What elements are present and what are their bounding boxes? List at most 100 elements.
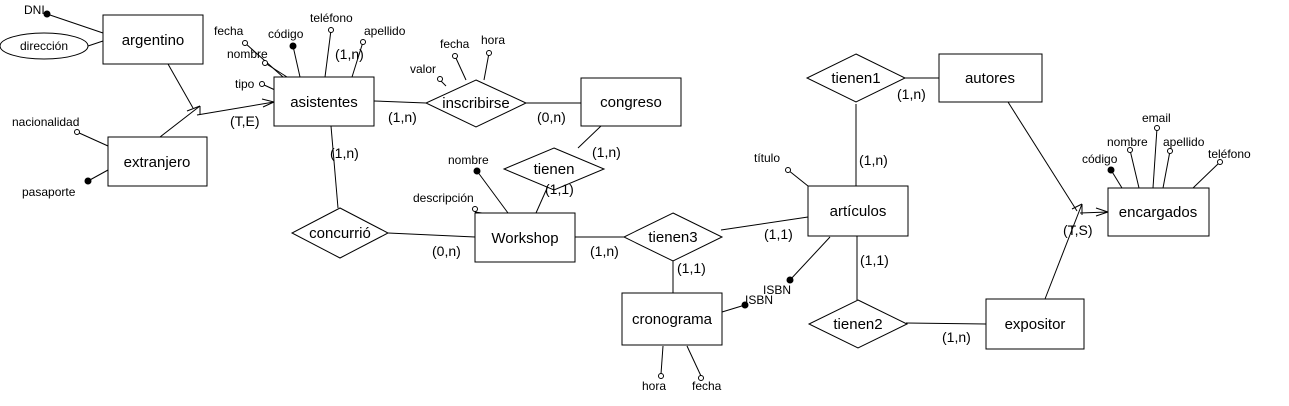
attribute-label: teléfono — [1208, 147, 1251, 161]
relationship-label: inscribirse — [442, 95, 510, 112]
attribute-label: nombre — [227, 47, 268, 61]
attribute-cronograma-hora[interactable]: hora — [642, 373, 666, 394]
cardinality-articulos-tienen1: (1,n) — [859, 152, 888, 168]
entity-label: artículos — [830, 203, 887, 220]
attribute-encargados-codigo[interactable]: código — [1082, 152, 1118, 174]
attribute-encargados-apellido[interactable]: apellido — [1163, 135, 1205, 154]
attribute-label: nombre — [448, 153, 489, 167]
attribute-asistentes-tipo[interactable]: tipo — [235, 77, 265, 91]
entity-expositor[interactable]: expositor — [985, 298, 1085, 350]
attribute-label: pasaporte — [22, 185, 76, 199]
attribute-workshop-descripcion[interactable]: descripción — [413, 191, 478, 212]
attribute-label: nacionalidad — [12, 115, 79, 129]
attribute-label: DNI — [24, 3, 45, 17]
entity-label: Workshop — [491, 230, 558, 247]
attribute-inscribirse-fecha[interactable]: fecha — [440, 37, 470, 59]
cardinality-labels: (1,n) (T,E) (1,n) (0,n) (1,n) (1,n) (1,1… — [230, 46, 1093, 345]
attribute-label: fecha — [214, 24, 244, 38]
attribute-label: ISBN — [763, 283, 791, 297]
entity-label: extranjero — [124, 154, 191, 171]
attribute-label: descripción — [413, 191, 474, 205]
attribute-label: apellido — [364, 24, 406, 38]
attribute-encargados-email[interactable]: email — [1142, 111, 1171, 131]
entity-label: encargados — [1119, 204, 1197, 221]
entity-asistentes[interactable]: asistentes — [273, 76, 375, 127]
entity-autores[interactable]: autores — [938, 53, 1043, 103]
attribute-asistentes-telefono[interactable]: teléfono — [310, 11, 353, 33]
attribute-articulos-titulo[interactable]: título — [754, 151, 791, 173]
cardinality-encargados-ts: (T,S) — [1063, 222, 1093, 238]
attribute-asistentes-codigo[interactable]: código — [268, 27, 304, 50]
relationship-concurrio[interactable]: concurrió — [290, 207, 390, 259]
attribute-label: código — [1082, 152, 1118, 166]
relationship-tienen2[interactable]: tienen2 — [807, 299, 909, 349]
attribute-pasaporte[interactable]: pasaporte — [22, 177, 92, 199]
cardinality-extranjero-te: (T,E) — [230, 113, 260, 129]
cardinality-asistentes-inscribirse: (1,n) — [388, 109, 417, 125]
relationship-tienen1[interactable]: tienen1 — [805, 53, 907, 103]
cardinality-expositor-tienen2: (1,n) — [942, 329, 971, 345]
relationship-label: tienen3 — [648, 229, 697, 246]
entity-label: argentino — [122, 32, 185, 49]
attribute-label: dirección — [20, 39, 68, 53]
attribute-label: ISBN — [745, 293, 773, 307]
attribute-inscribirse-valor[interactable]: valor — [410, 62, 443, 82]
entity-extranjero[interactable]: extranjero — [107, 136, 208, 187]
attribute-direccion[interactable]: dirección — [0, 32, 89, 60]
relationship-label: tienen1 — [831, 70, 880, 87]
cardinality-congreso-inscribirse: (0,n) — [537, 109, 566, 125]
cardinality-asistentes-concurrio: (1,n) — [330, 145, 359, 161]
relationship-label: concurrió — [309, 225, 371, 242]
attribute-stems — [46, 13, 1221, 377]
attribute-label: código — [268, 27, 304, 41]
attribute-cronograma-fecha[interactable]: fecha — [692, 375, 722, 394]
cardinality-articulos-tienen3: (1,1) — [764, 226, 793, 242]
attribute-label: fecha — [692, 379, 722, 393]
cardinality-congreso-tienen: (1,n) — [592, 144, 621, 160]
attribute-workshop-nombre[interactable]: nombre — [448, 153, 489, 175]
entity-label: congreso — [600, 94, 662, 111]
attribute-label: hora — [481, 33, 505, 47]
attribute-label: email — [1142, 111, 1171, 125]
relationship-tienen[interactable]: tienen — [502, 147, 606, 191]
entity-cronograma[interactable]: cronograma — [621, 292, 723, 346]
relationship-label: tienen2 — [833, 316, 882, 333]
attribute-encargados-nombre[interactable]: nombre — [1107, 135, 1148, 153]
attribute-asistentes-apellido[interactable]: apellido — [360, 24, 406, 45]
entity-label: asistentes — [290, 94, 358, 111]
relationship-tienen3[interactable]: tienen3 — [622, 212, 724, 262]
cardinality-asistentes-apellido: (1,n) — [335, 46, 364, 62]
entity-label: autores — [965, 70, 1015, 87]
entity-label: cronograma — [632, 311, 713, 328]
attribute-label: tipo — [235, 77, 255, 91]
attribute-articulos-isbn[interactable]: ISBN — [763, 276, 794, 297]
attribute-label: valor — [410, 62, 436, 76]
cardinality-workshop-tienen3: (1,n) — [590, 243, 619, 259]
entity-label: expositor — [1005, 316, 1066, 333]
attribute-encargados-telefono[interactable]: teléfono — [1208, 147, 1251, 165]
cardinality-articulos-tienen2: (1,1) — [860, 252, 889, 268]
attribute-label: fecha — [440, 37, 470, 51]
attribute-label: título — [754, 151, 780, 165]
attribute-label: apellido — [1163, 135, 1205, 149]
entity-workshop[interactable]: Workshop — [474, 212, 576, 263]
attribute-nacionalidad[interactable]: nacionalidad — [12, 115, 80, 135]
cardinality-workshop-tienen: (1,1) — [545, 181, 574, 197]
attribute-label: teléfono — [310, 11, 353, 25]
cardinality-workshop-concurrio: (0,n) — [432, 243, 461, 259]
cardinality-autores-tienen1: (1,n) — [897, 86, 926, 102]
attribute-dni[interactable]: DNI — [24, 3, 51, 18]
attribute-label: hora — [642, 379, 666, 393]
relationship-label: tienen — [534, 161, 575, 178]
cardinality-cronograma-tienen3: (1,1) — [677, 260, 706, 276]
attribute-asistentes-fecha[interactable]: fecha — [214, 24, 248, 46]
attribute-inscribirse-hora[interactable]: hora — [481, 33, 505, 56]
entity-argentino[interactable]: argentino — [102, 14, 204, 65]
entity-congreso[interactable]: congreso — [580, 77, 682, 127]
entity-articulos[interactable]: artículos — [807, 185, 909, 237]
entity-encargados[interactable]: encargados — [1107, 187, 1210, 237]
relationship-inscribirse[interactable]: inscribirse — [424, 79, 528, 128]
attribute-cronograma-isbn[interactable]: ISBN — [741, 293, 773, 309]
attribute-asistentes-nombre[interactable]: nombre — [227, 47, 268, 66]
